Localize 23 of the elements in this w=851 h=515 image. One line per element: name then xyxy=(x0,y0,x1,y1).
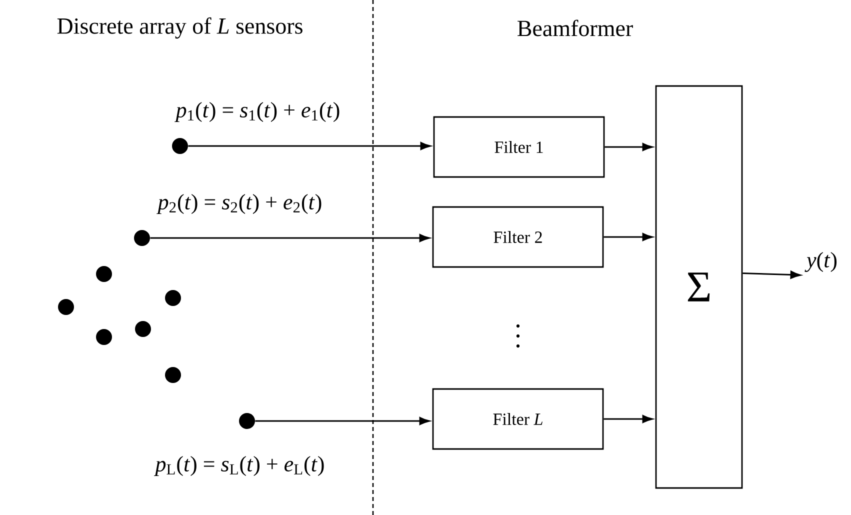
arrow xyxy=(255,417,430,425)
filter-box: Filter 1 xyxy=(433,116,605,178)
filter-box: Filter 2 xyxy=(432,206,604,268)
filter-box: Filter L xyxy=(432,388,604,450)
arrow xyxy=(604,415,653,423)
sensor-dot xyxy=(96,329,112,345)
arrow xyxy=(604,143,653,151)
arrow xyxy=(604,233,653,241)
section-heading: Beamformer xyxy=(518,20,633,36)
output-label: y(t) xyxy=(804,252,837,272)
sensor-dot xyxy=(96,266,112,282)
arrow xyxy=(188,142,431,150)
arrow xyxy=(150,234,430,242)
arrow xyxy=(742,270,801,279)
signal-formula: p$_{1}$(t) = s$_{1}$(t) + e$_{1}$(t) xyxy=(174,102,340,122)
sensor-dot xyxy=(165,290,181,306)
sensor-dot xyxy=(58,299,74,315)
sensor-dot xyxy=(135,321,151,337)
section-heading: Discrete array of L sensors xyxy=(57,17,302,39)
summer-box: Σ xyxy=(655,85,743,489)
signal-formula: p$_{L}$(t) = s$_{L}$(t) + e$_{L}$(t) xyxy=(154,456,324,476)
signal-formula: p$_{2}$(t) = s$_{2}$(t) + e$_{2}$(t) xyxy=(156,194,322,214)
sensor-dot xyxy=(165,367,181,383)
